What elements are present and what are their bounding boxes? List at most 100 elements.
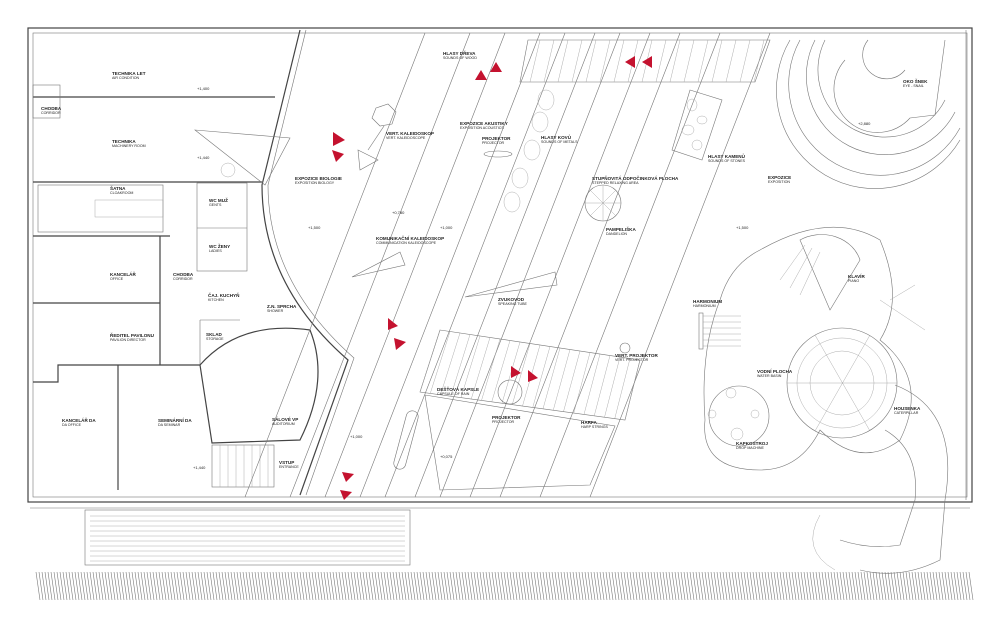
- hatch-line: [176, 571, 182, 601]
- hatch-line: [161, 571, 167, 601]
- hatch-line: [668, 571, 674, 601]
- level-marker: +2,880: [858, 121, 871, 126]
- hatch-line: [350, 571, 356, 601]
- strip-line: [384, 32, 566, 498]
- corridor-closet: [32, 84, 61, 119]
- stair-step: [669, 39, 681, 83]
- hatch-line: [692, 571, 698, 601]
- hatch-line: [548, 571, 554, 601]
- hatch-line: [902, 571, 908, 601]
- hatch-line: [218, 571, 224, 601]
- hatch-line: [875, 571, 881, 601]
- hatch-line: [629, 571, 635, 601]
- hatch-line: [209, 571, 215, 601]
- label-en: HARP STRINGS: [581, 425, 608, 429]
- strip-line: [244, 32, 426, 498]
- label-en: SOUNDS OF WOOD: [443, 56, 477, 60]
- hatch-line: [521, 571, 527, 601]
- arrow-icon: [625, 56, 635, 68]
- hatch-line: [257, 571, 263, 601]
- hatch-line: [659, 571, 665, 601]
- hatch-line: [623, 571, 629, 601]
- hatch-line: [314, 571, 320, 601]
- hatch-line: [230, 571, 236, 601]
- hatch-line: [833, 571, 839, 601]
- hatch-line: [731, 571, 737, 601]
- label-en: ENTRANCE: [279, 465, 299, 469]
- hatch-line: [776, 571, 782, 601]
- arrow-icon: [511, 366, 521, 378]
- label-machinery: TECHNIKA: [112, 139, 136, 144]
- hatch-line: [851, 571, 857, 601]
- label-ladies: WC ŽENY: [209, 242, 230, 249]
- hatch-line: [791, 571, 797, 601]
- hatch-line: [119, 571, 125, 601]
- hatch-line: [911, 571, 917, 601]
- top-stairs: [519, 39, 771, 83]
- hatch-line: [65, 571, 71, 601]
- hatch-line: [206, 571, 212, 601]
- hatch-line: [725, 571, 731, 601]
- hatch-line: [686, 571, 692, 601]
- service-block-wall: [261, 29, 349, 496]
- hatch-line: [512, 571, 518, 601]
- hatch-line: [785, 571, 791, 601]
- hatch-line: [386, 571, 392, 601]
- sounds-of-metals: [503, 89, 555, 213]
- stair-step: [583, 353, 601, 415]
- hatch-line: [77, 571, 83, 601]
- stair-step: [655, 39, 667, 83]
- hatch-line: [398, 571, 404, 601]
- hatch-line: [959, 571, 965, 601]
- hatch-line: [464, 571, 470, 601]
- vert-kaleidoscope: [357, 103, 397, 171]
- hatch-line: [140, 571, 146, 601]
- hatch-line: [890, 571, 896, 601]
- hatch-line: [152, 571, 158, 601]
- level-marker: +0,780: [392, 210, 405, 215]
- hatch-line: [380, 571, 386, 601]
- hatch-line: [542, 571, 548, 601]
- exterior-hatch-band: [35, 571, 974, 601]
- hatch-line: [68, 571, 74, 601]
- harmonium: [698, 312, 741, 350]
- label-en: PROJECTOR: [492, 420, 515, 424]
- hatch-line: [914, 571, 920, 601]
- stair-step: [725, 39, 737, 83]
- hatch-line: [638, 571, 644, 601]
- hatch-line: [575, 571, 581, 601]
- hatch-line: [920, 571, 926, 601]
- hatch-line: [41, 571, 47, 601]
- stair-step: [512, 343, 531, 405]
- label-comm-kaleidoscope: KOMUNIKAČNÍ KALEIDOSKOP: [376, 234, 444, 241]
- hatch-line: [137, 571, 143, 601]
- hatch-line: [533, 571, 539, 601]
- hatch-line: [35, 571, 41, 601]
- hatch-line: [563, 571, 569, 601]
- hatch-line: [149, 571, 155, 601]
- stair-step: [604, 356, 621, 418]
- hatch-line: [917, 571, 923, 601]
- level-marker: +1,440: [197, 155, 210, 160]
- hatch-line: [155, 571, 161, 601]
- strip-line: [324, 32, 506, 498]
- stair-step: [599, 39, 611, 83]
- hatch-line: [317, 571, 323, 601]
- hatch-line: [839, 571, 845, 601]
- hatch-line: [884, 571, 890, 601]
- hatch-line: [371, 571, 377, 601]
- hatch-line: [908, 571, 914, 601]
- label-en: AUDITORIUM: [272, 422, 295, 426]
- label-en: DA SEMINAR: [158, 423, 181, 427]
- label-kitchen: ČAJ. KUCHYŇ: [208, 291, 240, 298]
- communication-kaleidoscope: [351, 251, 406, 278]
- stair-step: [491, 340, 511, 402]
- label-en: EXPOSITION ACOUSTICS: [460, 126, 504, 130]
- hatch-line: [353, 571, 359, 601]
- hatch-line: [695, 571, 701, 601]
- hatch-line: [896, 571, 902, 601]
- auditorium-stairs: [211, 444, 275, 488]
- strip-line: [469, 32, 651, 498]
- hatch-line: [947, 571, 953, 601]
